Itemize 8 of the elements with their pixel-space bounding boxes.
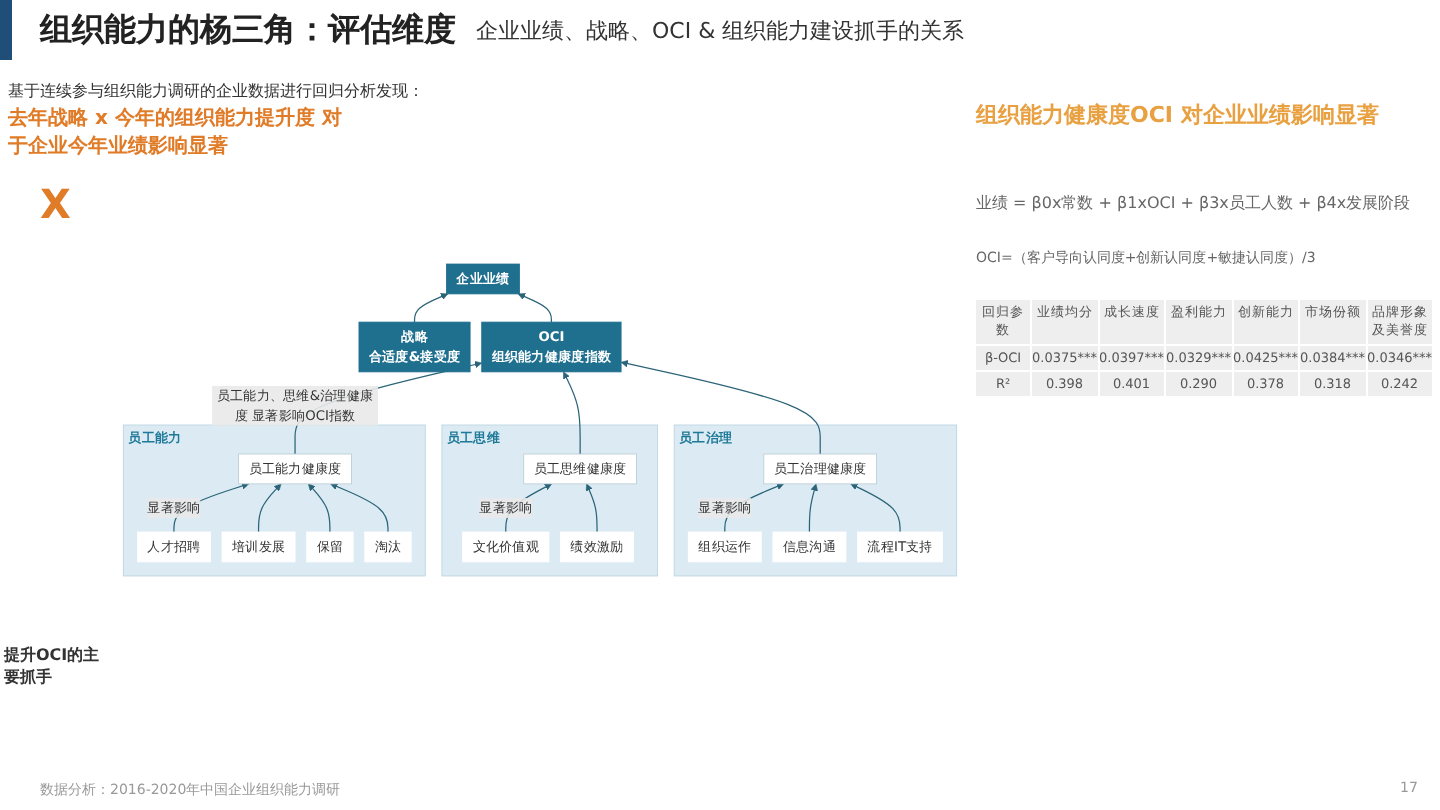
title: 组织能力的杨三角：评估维度	[40, 9, 456, 51]
note-text: 业绩 = β0x常数 + β1xOCI + β3x员工人数 + β4x发展阶段	[976, 192, 1413, 214]
note-text: 去年战略 x 今年的组织能力提升度 对于企业今年业绩影响显著	[8, 104, 344, 160]
multiply-sign: X	[40, 180, 71, 228]
note-text: 基于连续参与组织能力调研的企业数据进行回归分析发现：	[8, 80, 426, 102]
note-text: 组织能力健康度OCI 对企业业绩影响显著	[976, 100, 1381, 130]
note-text: 提升OCI的主要抓手	[4, 644, 102, 688]
subtitle: 企业业绩、战略、OCI & 组织能力建设抓手的关系	[476, 15, 965, 45]
